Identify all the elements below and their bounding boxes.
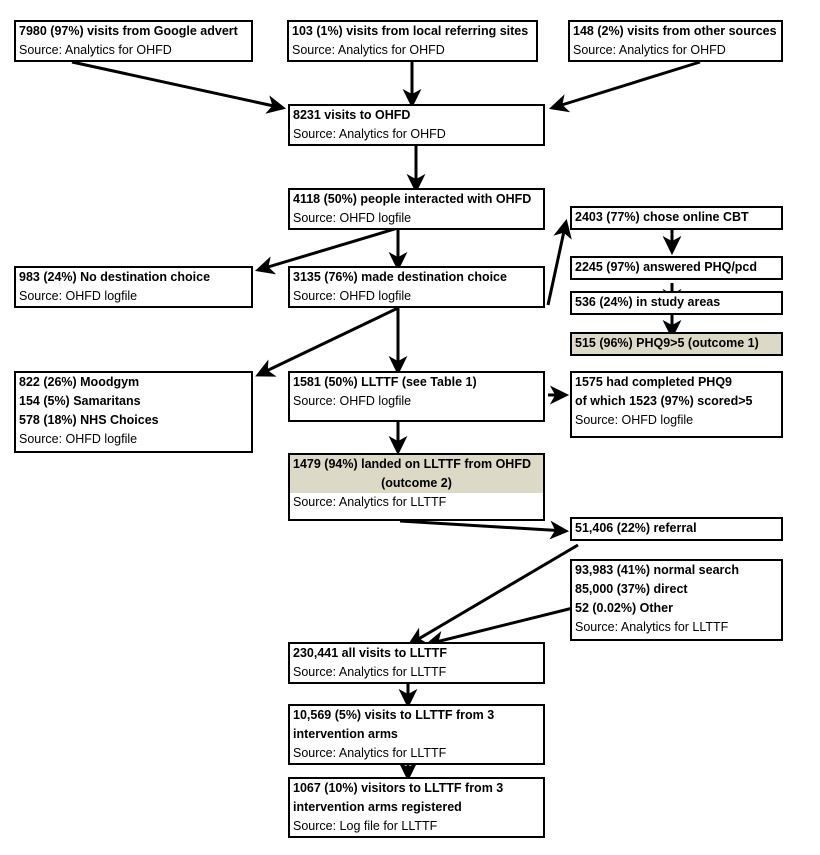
- node-phq9-outcome-1[interactable]: 515 (96%) PHQ9>5 (outcome 1): [570, 332, 783, 356]
- node-traffic-sources[interactable]: 93,983 (41%) normal search 85,000 (37%) …: [570, 559, 783, 641]
- node-in-study-areas[interactable]: 536 (24%) in study areas: [570, 291, 783, 315]
- node-line: 52 (0.02%) Other: [575, 601, 673, 615]
- node-line: 7980 (97%) visits from Google advert: [19, 24, 238, 38]
- node-line: intervention arms: [293, 727, 398, 741]
- node-line: 822 (26%) Moodgym: [19, 375, 140, 389]
- arrow-google-to-visits: [71, 60, 287, 114]
- node-google-advert[interactable]: 7980 (97%) visits from Google advert Sou…: [14, 20, 253, 62]
- node-line: 578 (18%) NHS Choices: [19, 413, 159, 427]
- node-line: 85,000 (37%) direct: [575, 582, 688, 596]
- node-visits-to-ohfd[interactable]: 8231 visits to OHFD Source: Analytics fo…: [288, 104, 545, 146]
- arrow-outcome2-to-referral: [399, 519, 570, 540]
- node-llttf-choice[interactable]: 1581 (50%) LLTTF (see Table 1) Source: O…: [288, 371, 545, 422]
- node-line: 1575 had completed PHQ9: [575, 375, 733, 389]
- node-line: 10,569 (5%) visits to LLTTF from 3: [293, 708, 495, 722]
- node-line: 148 (2%) visits from other sources: [573, 24, 777, 38]
- node-source: Source: Analytics for LLTTF: [293, 665, 447, 679]
- node-source: Source: Analytics for LLTTF: [575, 620, 729, 634]
- node-local-referring-sites[interactable]: 103 (1%) visits from local referring sit…: [287, 20, 538, 62]
- node-source: Source: Analytics for OHFD: [19, 43, 172, 57]
- node-source: Source: OHFD logfile: [19, 289, 138, 303]
- node-source: Source: Analytics for OHFD: [573, 43, 726, 57]
- arrow-other-to-visits: [548, 60, 701, 113]
- arrow-referral-to-allvisits: [407, 543, 579, 646]
- arrow-interacted-to-nodest: [254, 226, 399, 275]
- node-source: Source: OHFD logfile: [293, 289, 412, 303]
- node-source: Source: OHFD logfile: [293, 394, 412, 408]
- node-other-destinations[interactable]: 822 (26%) Moodgym 154 (5%) Samaritans 57…: [14, 371, 253, 453]
- node-source: Source: OHFD logfile: [575, 413, 694, 427]
- node-other-sources[interactable]: 148 (2%) visits from other sources Sourc…: [568, 20, 783, 62]
- node-line: (outcome 2): [290, 474, 543, 493]
- node-made-destination-choice[interactable]: 3135 (76%) made destination choice Sourc…: [288, 266, 545, 308]
- node-people-interacted[interactable]: 4118 (50%) people interacted with OHFD S…: [288, 188, 545, 230]
- node-source: Source: Log file for LLTTF: [293, 819, 438, 833]
- node-line: 3135 (76%) made destination choice: [293, 270, 507, 284]
- node-all-visits-llttf[interactable]: 230,441 all visits to LLTTF Source: Anal…: [288, 642, 545, 684]
- node-no-destination-choice[interactable]: 983 (24%) No destination choice Source: …: [14, 266, 253, 308]
- node-line: 1067 (10%) visitors to LLTTF from 3: [293, 781, 504, 795]
- node-line: 230,441 all visits to LLTTF: [293, 646, 447, 660]
- node-line: 103 (1%) visits from local referring sit…: [292, 24, 529, 38]
- arrow-traffic-to-allvisits: [424, 603, 586, 650]
- node-answered-phq[interactable]: 2245 (97%) answered PHQ/pcd: [570, 256, 783, 280]
- node-landed-outcome-2[interactable]: 1479 (94%) landed on LLTTF from OHFD (ou…: [288, 453, 545, 521]
- node-source: Source: Analytics for OHFD: [293, 127, 446, 141]
- node-line: of which 1523 (97%) scored>5: [575, 394, 753, 408]
- node-line: 983 (24%) No destination choice: [19, 270, 211, 284]
- node-line: 1479 (94%) landed on LLTTF from OHFD: [290, 455, 543, 474]
- node-line: 51,406 (22%) referral: [575, 521, 697, 535]
- node-source: Source: OHFD logfile: [19, 432, 138, 446]
- node-line: 515 (96%) PHQ9>5 (outcome 1): [575, 336, 759, 350]
- arrow-madedest-to-other: [255, 306, 399, 377]
- node-chose-online-cbt[interactable]: 2403 (77%) chose online CBT: [570, 206, 783, 230]
- arrow-madedest-to-cbt: [546, 218, 572, 306]
- node-source: Source: Analytics for LLTTF: [293, 746, 447, 760]
- node-source: Source: Analytics for OHFD: [292, 43, 445, 57]
- node-line: 536 (24%) in study areas: [575, 295, 721, 309]
- node-line: 2403 (77%) chose online CBT: [575, 210, 749, 224]
- node-line: 4118 (50%) people interacted with OHFD: [293, 192, 532, 206]
- node-line: 8231 visits to OHFD: [293, 108, 411, 122]
- node-referral[interactable]: 51,406 (22%) referral: [570, 517, 783, 541]
- node-source: Source: OHFD logfile: [293, 211, 412, 225]
- node-line: 154 (5%) Samaritans: [19, 394, 141, 408]
- node-visits-intervention-arms[interactable]: 10,569 (5%) visits to LLTTF from 3 inter…: [288, 704, 545, 765]
- node-source: Source: Analytics for LLTTF: [293, 495, 447, 509]
- node-line: 2245 (97%) answered PHQ/pcd: [575, 260, 758, 274]
- node-line: 1581 (50%) LLTTF (see Table 1): [293, 375, 477, 389]
- node-line: 93,983 (41%) normal search: [575, 563, 739, 577]
- node-completed-phq9[interactable]: 1575 had completed PHQ9 of which 1523 (9…: [570, 371, 783, 438]
- node-registered-intervention-arms[interactable]: 1067 (10%) visitors to LLTTF from 3 inte…: [288, 777, 545, 838]
- node-line: intervention arms registered: [293, 800, 462, 814]
